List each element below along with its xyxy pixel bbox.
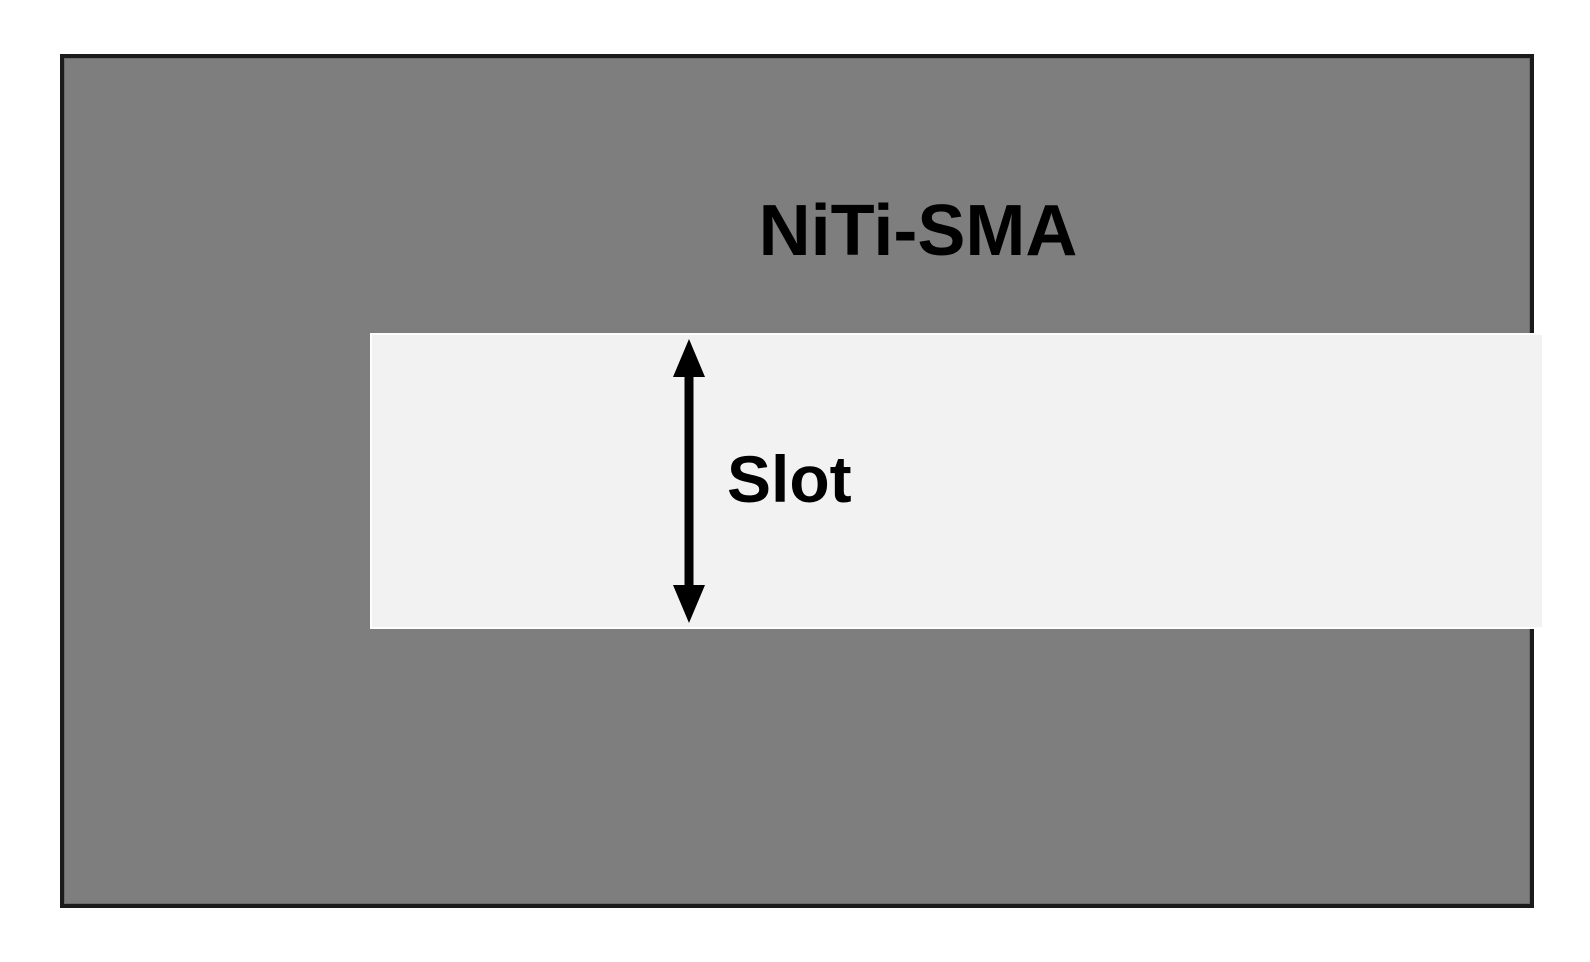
material-label: NiTi-SMA [758, 191, 1078, 271]
slot-label: Slot [727, 442, 852, 516]
slot-region: Slot [370, 333, 1542, 629]
double-arrow-icon [673, 339, 705, 623]
